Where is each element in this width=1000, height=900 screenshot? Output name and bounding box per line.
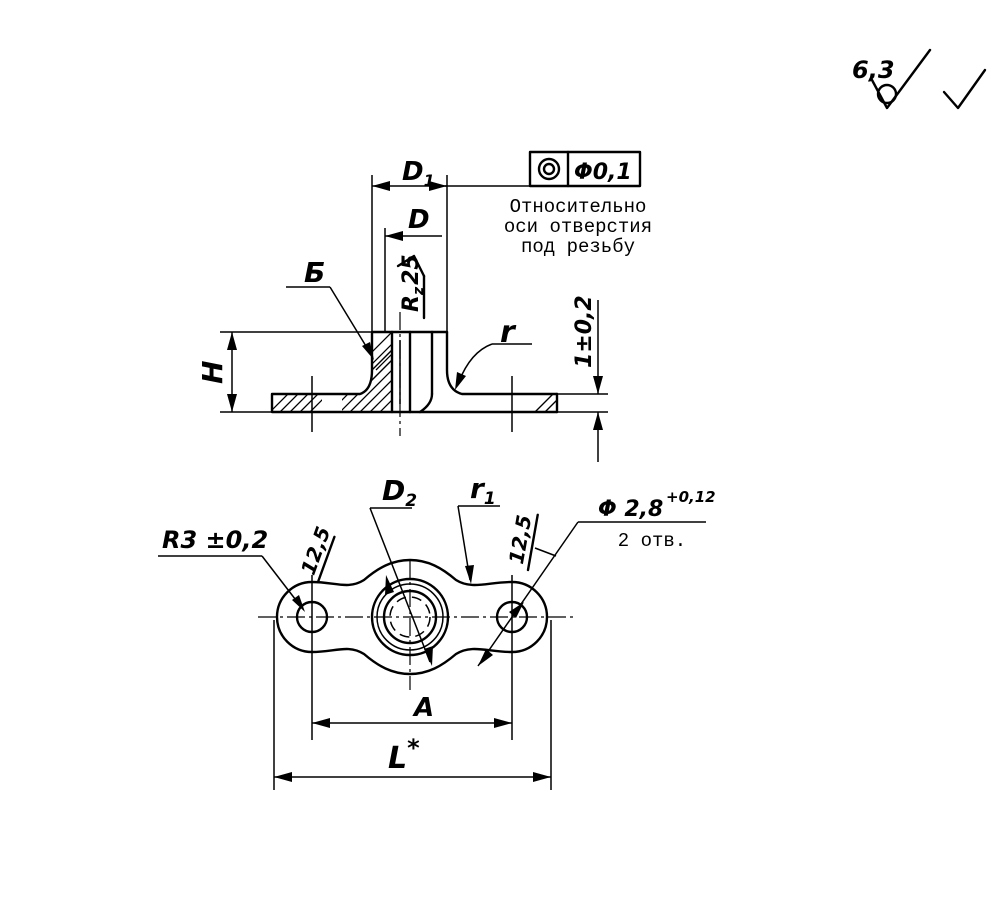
label-d1: D1 (402, 157, 435, 190)
label-a: A (412, 693, 434, 723)
label-r1: r1 (470, 472, 496, 509)
roughness-rz25: Rz25 (396, 254, 427, 320)
label-thickness: 1±0,2 (572, 295, 597, 368)
tolerance-value: Φ0,1 (574, 160, 632, 185)
label-r3: R3 ±0,2 (162, 526, 268, 554)
concentricity-icon (537, 157, 561, 181)
tolerance-note-line-3: под резьбу (521, 236, 635, 258)
roughness-value: 6,3 (852, 56, 895, 84)
tolerance-note-line-1: Относительно (510, 196, 647, 218)
label-d2: D2 (382, 474, 417, 511)
label-hole-diameter: Φ 2,8 (598, 497, 663, 522)
label-d: D (408, 205, 430, 235)
roughness-circle-icon (876, 83, 898, 105)
tolerance-frame: Φ0,1 (445, 150, 642, 188)
svg-text:12,5: 12,5 (504, 513, 536, 566)
label-hole-tolerance: +0,12 (666, 488, 716, 506)
label-h: H (196, 361, 229, 384)
plan-view: D2 r1 R3 ±0,2 12,5 12,5 Φ 2,8 +0,12 2 от… (158, 472, 716, 790)
label-b: Б (304, 256, 325, 289)
roughness-check-icon (870, 48, 932, 110)
label-holes-count: 2 отв. (618, 530, 686, 552)
label-r: r (500, 315, 517, 350)
roughness-12-5-left: 12,5 (296, 523, 336, 584)
tolerance-note-line-2: оси отверстия (504, 216, 652, 238)
general-roughness-check-icon (942, 68, 987, 110)
svg-text:Rz25: Rz25 (399, 254, 427, 312)
roughness-12-5-right: 12,5 (504, 513, 539, 572)
roughness-symbol-group: 6,3 (852, 48, 987, 110)
label-l: L* (388, 734, 420, 776)
section-view: D1 D Rz25 (196, 157, 608, 462)
